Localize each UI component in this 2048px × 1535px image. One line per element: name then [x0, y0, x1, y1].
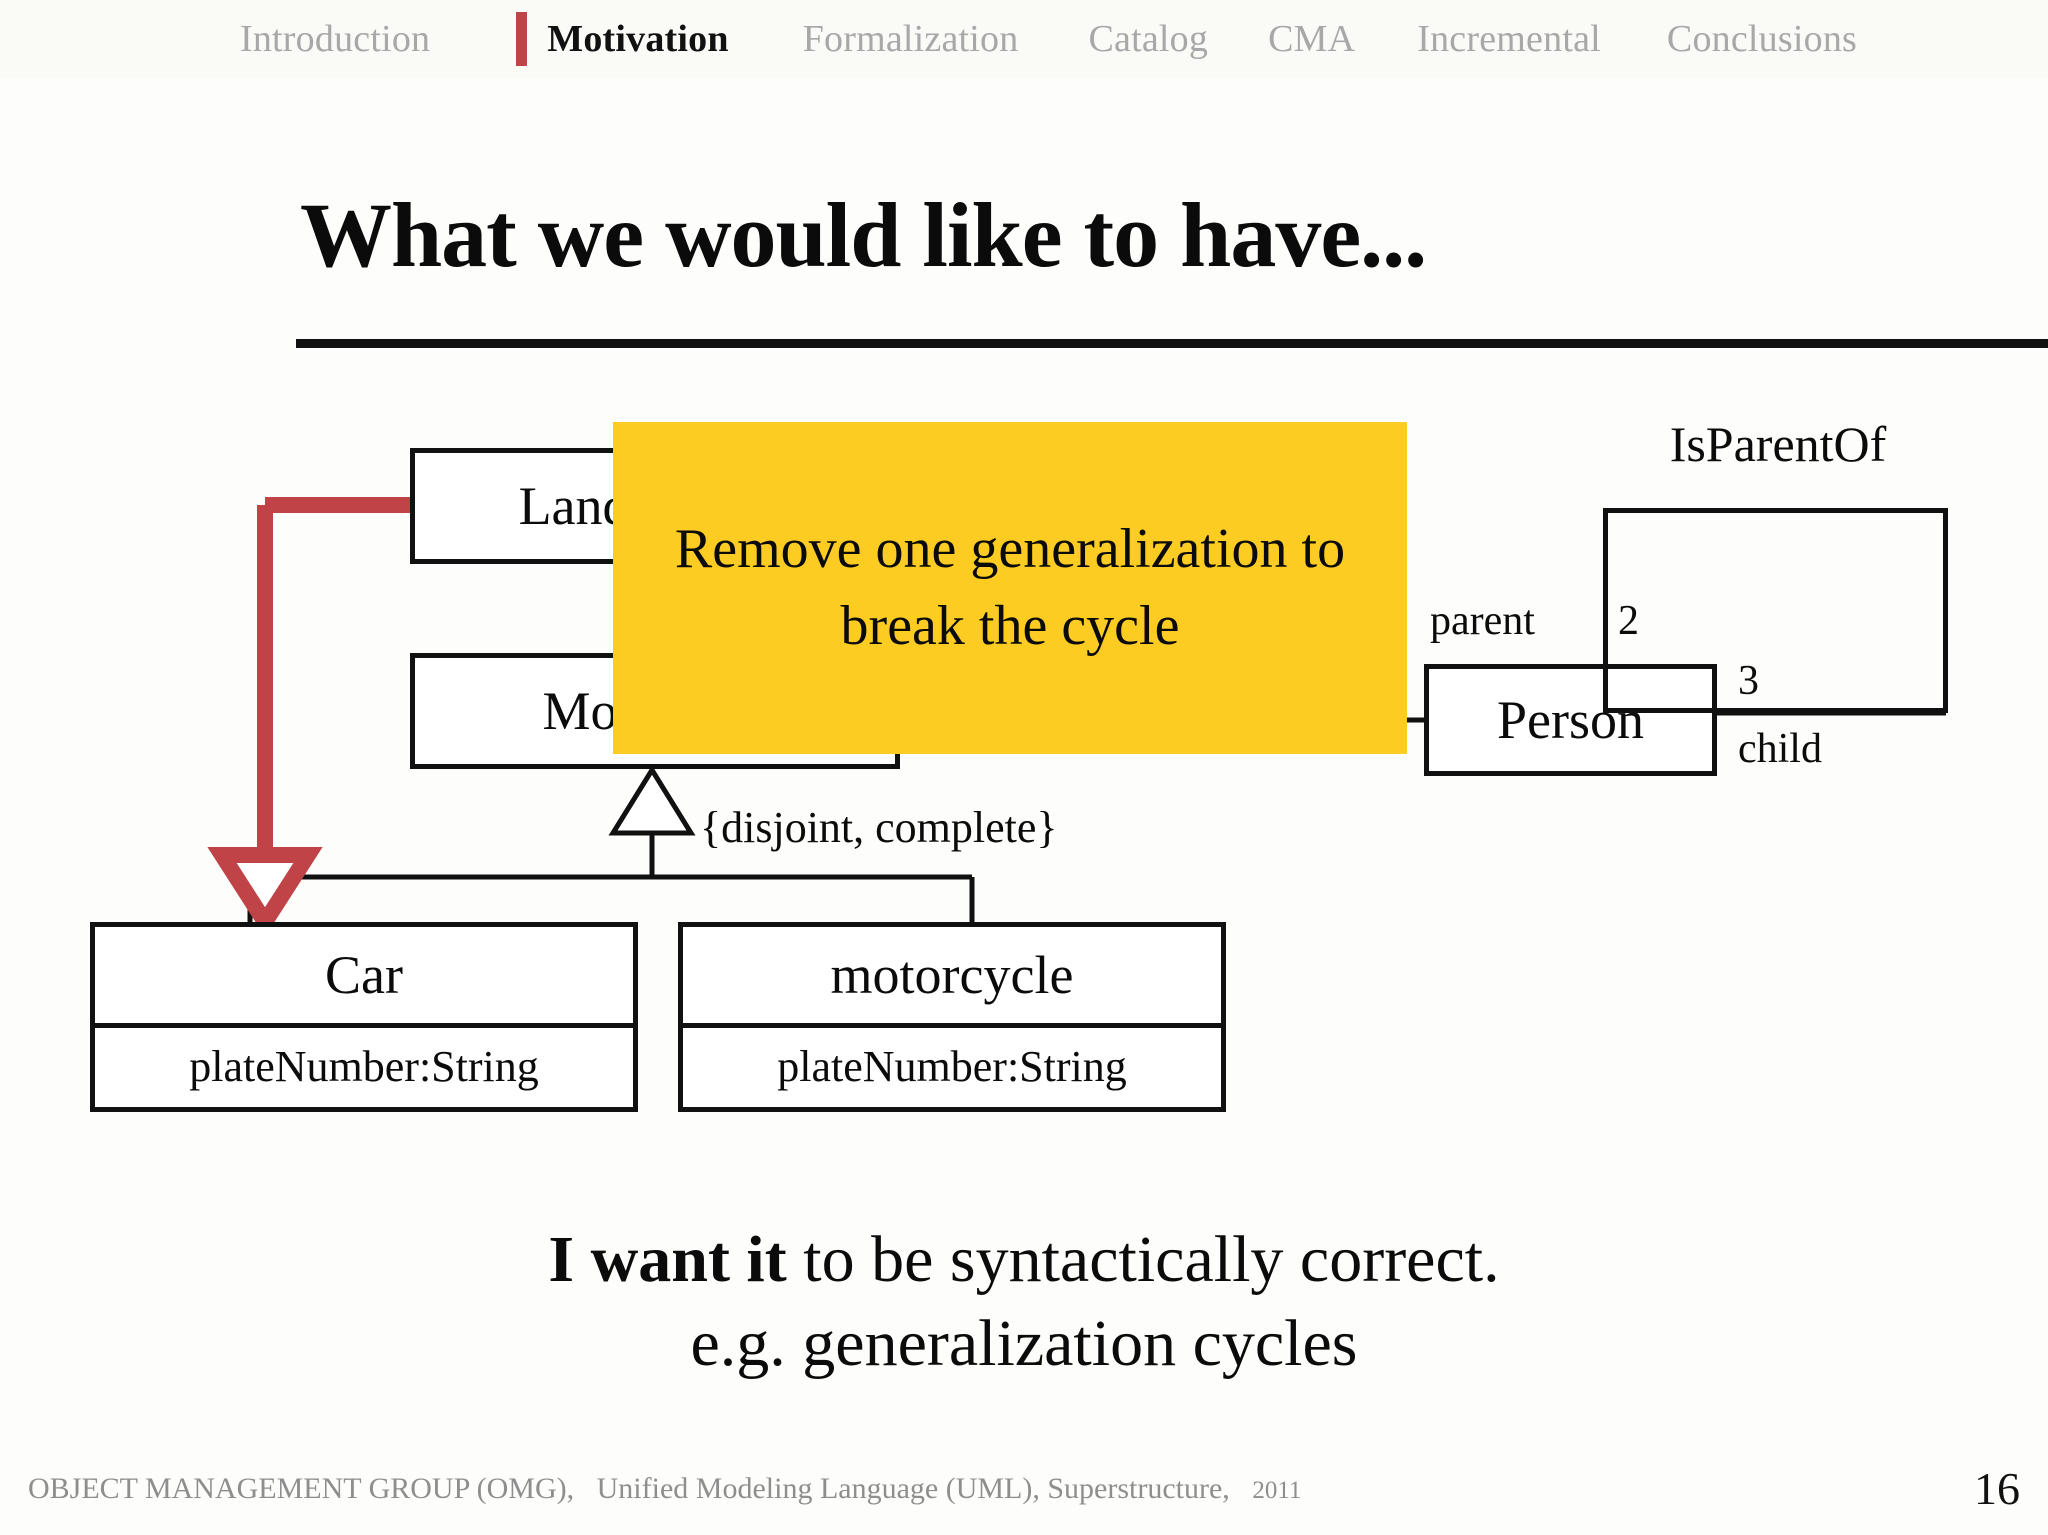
statement-line-2: e.g. generalization cycles — [690, 1307, 1358, 1381]
page-number: 16 — [1974, 1463, 2020, 1514]
association-end-multiplicity-parent: 2 — [1618, 598, 1639, 644]
association-end-multiplicity-child: 3 — [1738, 658, 1759, 704]
highlight-generalization-arrowhead — [207, 847, 323, 937]
uml-class-name: motorcycle — [830, 944, 1074, 1005]
uml-class-person[interactable]: Person — [1424, 664, 1717, 776]
callout-note-text: Remove one generalization to break the c… — [674, 517, 1346, 657]
nav-item-introduction[interactable]: Introduction — [240, 18, 431, 60]
citation-year: 2011 — [1252, 1477, 1302, 1504]
nav-item-incremental[interactable]: Incremental — [1417, 18, 1601, 60]
generalization-set-constraint: {disjoint, complete} — [700, 803, 1058, 852]
uml-class-motorcycle[interactable]: motorcycle plateNumber:String — [678, 922, 1226, 1112]
slide-statement: I want it to be syntactically correct. e… — [0, 1218, 2048, 1387]
uml-class-attribute: plateNumber:String — [189, 1042, 539, 1092]
uml-compartment-divider — [683, 1023, 1221, 1028]
nav-item-conclusions[interactable]: Conclusions — [1666, 18, 1858, 60]
association-end-role-parent: parent — [1430, 598, 1535, 644]
active-section-marker — [516, 12, 528, 66]
highlight-generalization-arrow — [257, 497, 412, 870]
source-citation: OBJECT MANAGEMENT GROUP (OMG), Unified M… — [28, 1472, 1301, 1506]
uml-compartment-divider — [95, 1023, 633, 1028]
statement-rest: to be syntactically correct. — [786, 1223, 1500, 1296]
nav-item-formalization[interactable]: Formalization — [802, 18, 1019, 60]
citation-organization: OBJECT MANAGEMENT GROUP (OMG), — [28, 1472, 575, 1505]
association-isparentof-name: IsParentOf — [1669, 416, 1887, 472]
nav-item-motivation[interactable]: Motivation — [547, 18, 729, 60]
statement-emphasis: I want it — [548, 1223, 787, 1296]
title-underline-rule — [296, 339, 2048, 348]
uml-class-car[interactable]: Car plateNumber:String — [90, 922, 638, 1112]
nav-item-catalog[interactable]: Catalog — [1088, 18, 1209, 60]
nav-item-cma[interactable]: CMA — [1268, 18, 1356, 60]
callout-note: Remove one generalization to break the c… — [613, 422, 1407, 754]
uml-class-name: Car — [325, 944, 403, 1005]
statement-line-1: I want it to be syntactically correct. — [0, 1218, 2048, 1302]
association-end-role-child: child — [1738, 726, 1822, 772]
association-isparentof-rectangle — [1603, 508, 1948, 713]
page-title: What we would like to have... — [300, 184, 1427, 286]
citation-title: Unified Modeling Language (UML), Superst… — [596, 1472, 1230, 1505]
top-navigation: Introduction Motivation Formalization Ca… — [0, 0, 2048, 78]
uml-class-attribute: plateNumber:String — [777, 1042, 1127, 1092]
uml-class-name: Person — [1497, 689, 1644, 750]
